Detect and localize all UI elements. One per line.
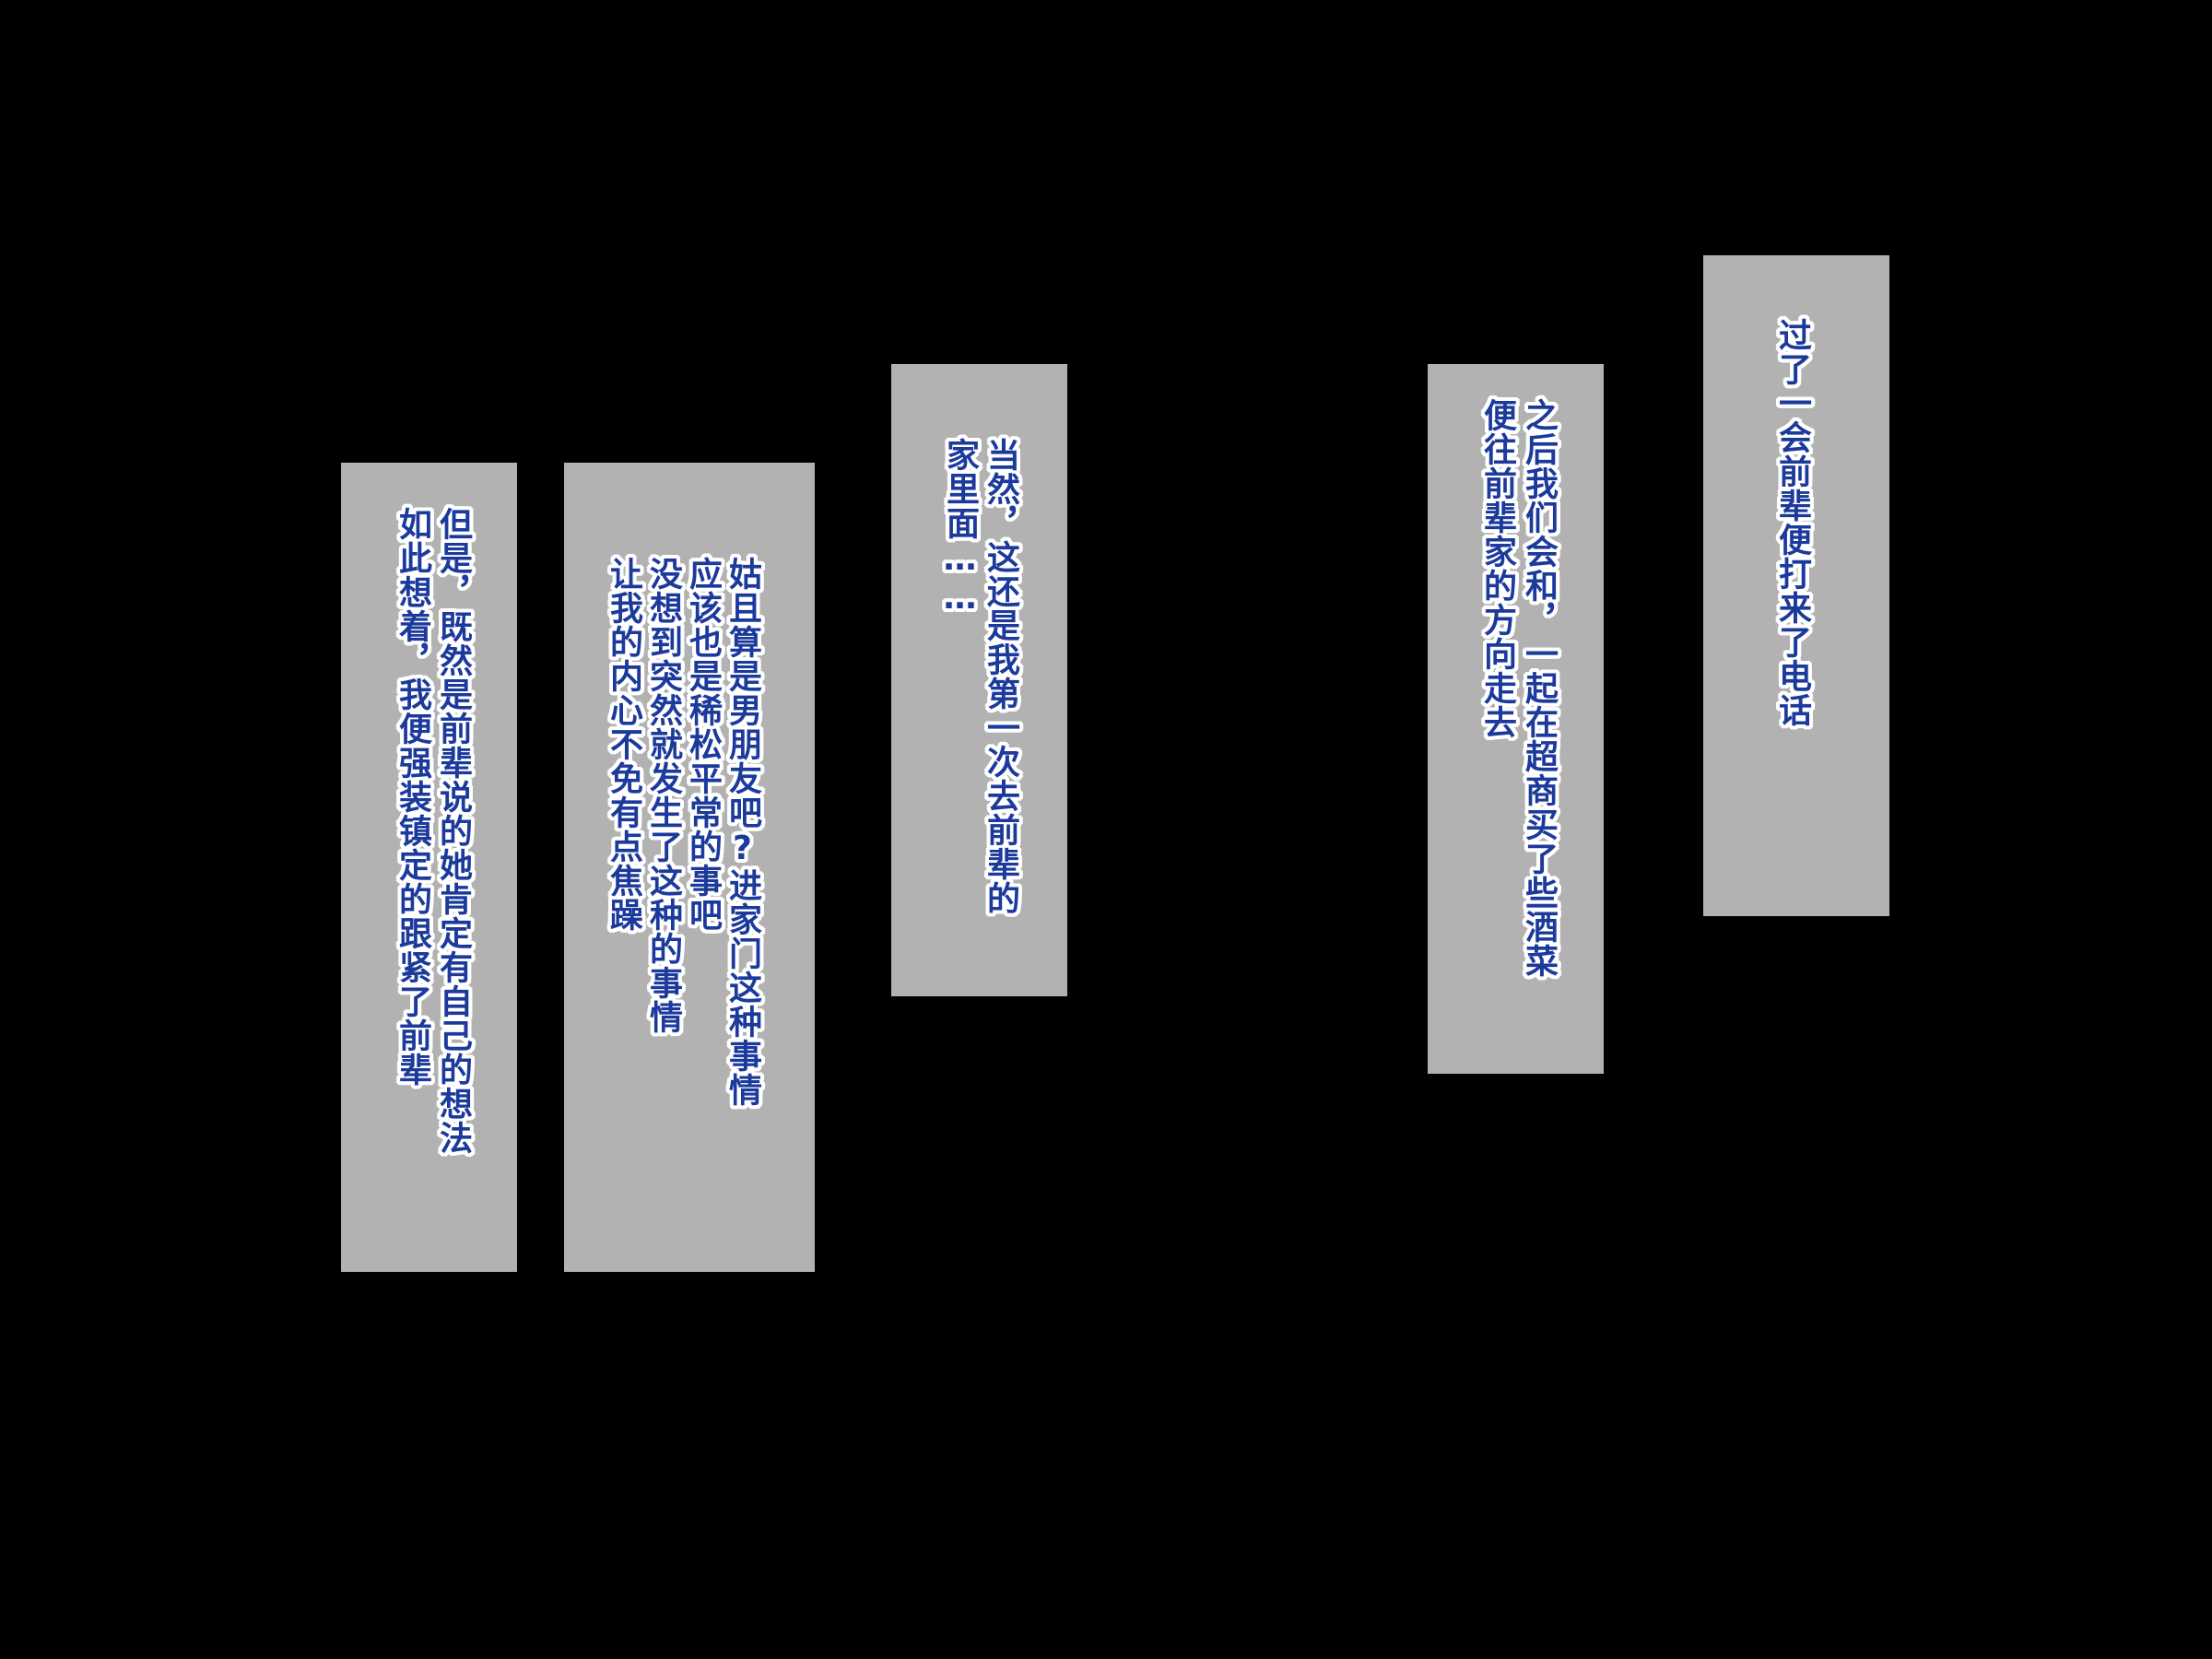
caption-4-line-2: 应该也是稀松平常的事吧: [684, 557, 722, 932]
caption-2-line-1: 之后我们会和，一起在超商买了些酒菜: [1520, 398, 1558, 978]
caption-4-line-1: 姑且算是男朋友吧?进家门这种事情: [724, 557, 761, 1107]
caption-panel-3: [891, 364, 1067, 996]
caption-panel-1: [1703, 255, 1889, 916]
caption-2-line-2: 便往前辈家的方向走去: [1478, 398, 1516, 739]
caption-1-line-1: 过了一会前辈便打来了电话: [1773, 318, 1811, 727]
caption-3-line-2: 家里面……: [941, 438, 979, 618]
caption-4-line-3: 没想到突然就发生了这种的事情: [644, 557, 682, 1034]
caption-3-line-1: 当然，这还是我第一次去前辈的: [982, 438, 1019, 915]
caption-5-line-1: 但是，既然是前辈说的她肯定有自己的想法: [434, 507, 472, 1155]
caption-panel-5: [341, 463, 517, 1272]
caption-panel-2: [1428, 364, 1604, 1074]
caption-4-line-4: 让我的内心不免有点焦躁: [605, 557, 642, 932]
caption-5-line-2: 如此想着，我便强装镇定的跟紧了前辈: [394, 507, 431, 1087]
caption-panel-4: [564, 463, 815, 1272]
